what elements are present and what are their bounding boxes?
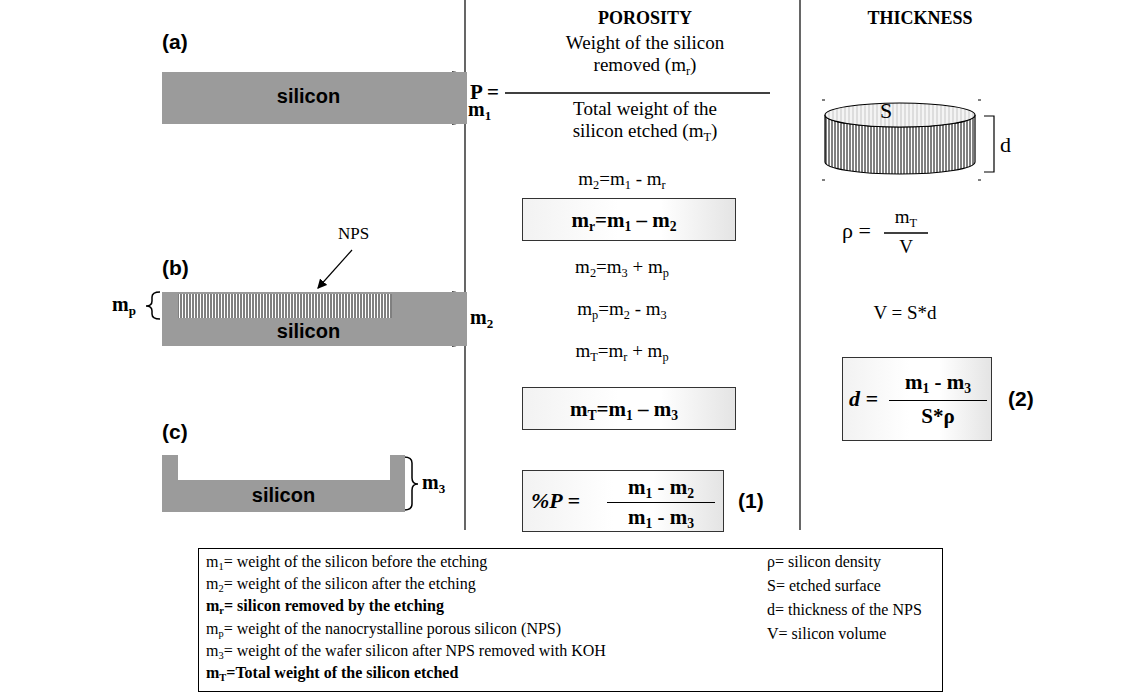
label: mp bbox=[112, 293, 136, 316]
node-text: mT=m1 – m3 bbox=[523, 397, 725, 422]
label: (2) bbox=[1008, 387, 1034, 411]
label: V = S*d bbox=[825, 302, 985, 324]
node-text: silicon bbox=[162, 320, 455, 343]
label: P = bbox=[470, 80, 499, 104]
node-text: ρ= silicon density bbox=[767, 553, 881, 571]
label: POROSITY bbox=[565, 8, 725, 29]
leader-line bbox=[318, 250, 352, 288]
fraction-line bbox=[607, 502, 715, 503]
node-text: silicon bbox=[162, 85, 455, 108]
thickness-formula-box: d = m1 - m3 S*ρ bbox=[842, 357, 992, 441]
label: mp=m2 - m3 bbox=[542, 298, 702, 320]
node-text: d= thickness of the NPS bbox=[767, 601, 922, 619]
node-text: m1 - m2 bbox=[607, 475, 715, 500]
fraction-line bbox=[505, 92, 770, 93]
brace bbox=[404, 457, 418, 510]
label: (c) bbox=[162, 420, 188, 444]
node-text: S= etched surface bbox=[767, 577, 881, 595]
label: (a) bbox=[162, 30, 188, 54]
label: m2=m3 + mp bbox=[542, 256, 702, 278]
formula-box: mT=m1 – m3 bbox=[522, 387, 736, 430]
node-text: d = bbox=[849, 386, 878, 412]
label: Total weight of the silicon etched (mT) bbox=[550, 98, 740, 142]
label: (1) bbox=[738, 489, 764, 513]
node-text: mr=m1 – m2 bbox=[523, 208, 725, 233]
definitions-box: m1= weight of the silicon before the etc… bbox=[198, 548, 943, 692]
porosity-formula-box: %P = m1 - m2 m1 - m3 bbox=[522, 470, 724, 532]
brace bbox=[146, 292, 160, 319]
label: (b) bbox=[162, 256, 189, 280]
node-text: m1= weight of the silicon before the etc… bbox=[206, 553, 487, 571]
label: V bbox=[826, 236, 986, 258]
label: THICKNESS bbox=[840, 8, 1000, 29]
node-text: m3= weight of the wafer silicon after NP… bbox=[206, 642, 606, 660]
label: m3 bbox=[422, 471, 445, 494]
node-text: silicon bbox=[162, 484, 405, 507]
label: mT=mr + mp bbox=[542, 340, 702, 362]
label: m2=m1 - mr bbox=[542, 168, 702, 190]
separator-line bbox=[799, 0, 800, 530]
label: m2 bbox=[470, 306, 493, 329]
node-text: V= silicon volume bbox=[767, 625, 886, 643]
label: d bbox=[1000, 132, 1011, 157]
node-text: mr= silicon removed by the etching bbox=[206, 597, 444, 615]
formula-box: mr=m1 – m2 bbox=[522, 198, 736, 241]
fraction-line bbox=[889, 400, 987, 401]
node-text: m1 - m3 bbox=[607, 505, 715, 530]
label: Weight of the silicon removed (mr) bbox=[550, 32, 740, 76]
label: mT bbox=[826, 206, 986, 228]
label: S bbox=[880, 98, 892, 123]
label: NPS bbox=[338, 224, 369, 244]
cylinder-top bbox=[825, 103, 975, 127]
node-text: mp= weight of the nanocrystalline porous… bbox=[206, 620, 561, 638]
node-text: mT=Total weight of the silicon etched bbox=[206, 664, 458, 682]
fraction-line bbox=[884, 232, 928, 233]
node-text: %P = bbox=[531, 488, 580, 514]
node-text: m1 - m3 bbox=[889, 370, 987, 395]
etched-wafer: silicon bbox=[162, 292, 467, 346]
silicon-wafer: silicon bbox=[162, 72, 467, 124]
corner-tick bbox=[822, 100, 981, 180]
wafer-after-koh: silicon bbox=[162, 455, 417, 512]
thickness-bracket bbox=[984, 116, 994, 172]
node-text: S*ρ bbox=[889, 404, 987, 429]
node-text: m2= weight of the silicon after the etch… bbox=[206, 575, 476, 593]
label: ρ = bbox=[842, 218, 871, 243]
